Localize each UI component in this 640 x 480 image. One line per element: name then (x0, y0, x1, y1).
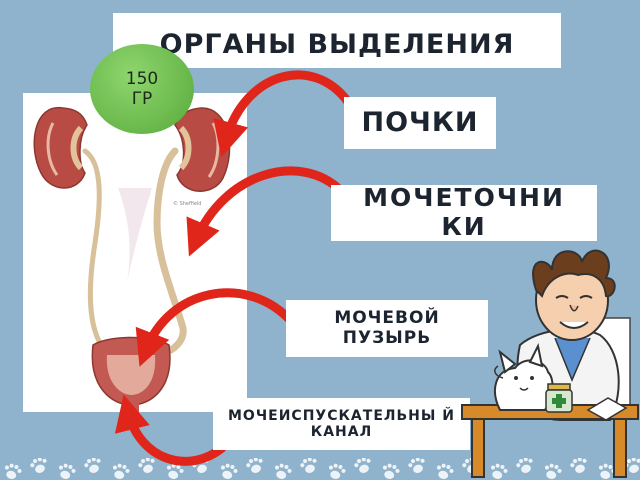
label-urethra: МОЧЕИСПУСКАТЕЛЬНЫ Й КАНАЛ (213, 398, 470, 450)
curved-arrow-icon (135, 288, 293, 367)
medicine-jar-icon (545, 383, 573, 413)
svg-text:© Sheffield: © Sheffield (173, 200, 201, 207)
cat-icon (494, 342, 554, 411)
label-ureters: МОЧЕТОЧНИ КИ (331, 183, 597, 241)
kidney-icon (33, 107, 88, 189)
label-kidneys: ПОЧКИ (344, 97, 496, 149)
weight-badge: 150 ГР (90, 44, 194, 134)
curved-arrow-icon (213, 70, 357, 158)
curved-arrow-icon (186, 166, 345, 257)
slide-title: ОРГАНЫ ВЫДЕЛЕНИЯ (113, 13, 561, 68)
label-bladder: МОЧЕВОЙ ПУЗЫРЬ (286, 300, 488, 357)
weight-unit: ГР (131, 89, 153, 109)
curved-arrow-icon (114, 394, 227, 466)
weight-value: 150 (125, 68, 159, 89)
